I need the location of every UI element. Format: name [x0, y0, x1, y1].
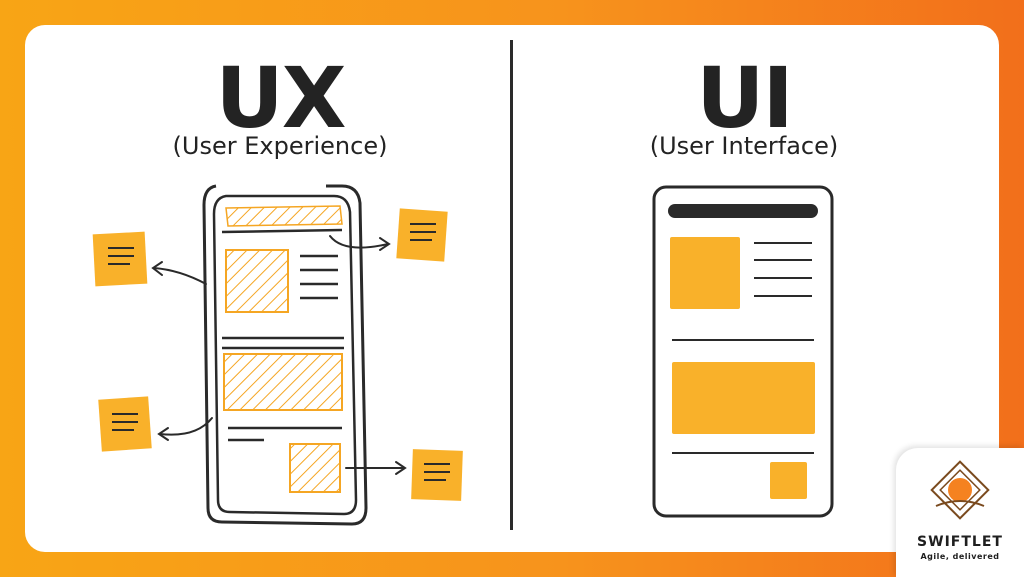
sticky-note-icon: [98, 396, 152, 452]
sticky-note-icon: [396, 208, 448, 262]
ui-top-bar: [668, 204, 818, 218]
ux-title: UX: [215, 49, 347, 147]
sticky-note-icon: [92, 231, 148, 287]
ui-subtitle: (User Interface): [649, 132, 839, 160]
ux-phone-inner-outline: [212, 194, 358, 516]
sticky-note-icon: [411, 449, 463, 501]
ui-image-block: [670, 237, 740, 309]
ux-header-scribble: [225, 205, 343, 227]
ux-small-block: [289, 443, 341, 493]
arrow-icon: [151, 261, 207, 285]
ux-phone-outer-outline: [202, 184, 368, 526]
ui-small-block: [770, 462, 807, 499]
brand-tagline: Agile, delivered: [920, 552, 1000, 561]
ui-title: UI: [696, 49, 793, 147]
swiftlet-logo-icon: [930, 460, 990, 520]
center-divider: [510, 40, 513, 530]
arrow-icon: [157, 417, 213, 441]
ux-banner-block: [223, 353, 343, 411]
ui-banner-block: [672, 362, 815, 434]
arrow-icon: [329, 235, 391, 251]
ux-subtitle: (User Experience): [172, 132, 388, 160]
ux-image-block: [225, 249, 289, 313]
brand-name: SWIFTLET: [917, 534, 1003, 550]
arrow-icon: [345, 461, 407, 475]
brand-logo-badge: SWIFTLET Agile, delivered: [896, 448, 1024, 577]
